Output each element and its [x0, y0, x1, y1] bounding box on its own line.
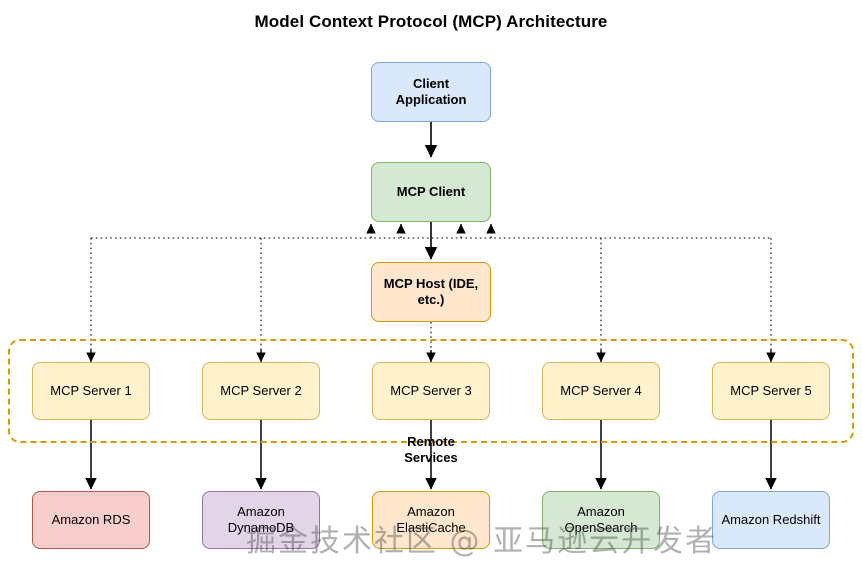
remote-services-label: Remote Services — [404, 434, 458, 465]
node-mcp-server-5[interactable]: MCP Server 5 — [712, 362, 830, 420]
node-amazon-opensearch[interactable]: Amazon OpenSearch — [542, 491, 660, 549]
node-mcp-client[interactable]: MCP Client — [371, 162, 491, 222]
node-mcp-host[interactable]: MCP Host (IDE, etc.) — [371, 262, 491, 322]
node-mcp-server-2-label: MCP Server 2 — [220, 382, 302, 398]
node-amazon-redshift[interactable]: Amazon Redshift — [712, 491, 830, 549]
node-mcp-server-4-label: MCP Server 4 — [560, 382, 642, 398]
node-mcp-server-1[interactable]: MCP Server 1 — [32, 362, 150, 420]
node-mcp-server-3-label: MCP Server 3 — [390, 382, 472, 398]
node-mcp-client-label: MCP Client — [396, 183, 466, 199]
node-amazon-rds-label: Amazon RDS — [51, 511, 131, 527]
node-client-application[interactable]: Client Application — [371, 62, 491, 122]
node-amazon-dynamodb[interactable]: Amazon DynamoDB — [202, 491, 320, 549]
node-amazon-opensearch-label: Amazon OpenSearch — [564, 503, 638, 535]
node-mcp-host-label: MCP Host (IDE, etc.) — [383, 275, 479, 307]
node-mcp-server-2[interactable]: MCP Server 2 — [202, 362, 320, 420]
node-amazon-rds[interactable]: Amazon RDS — [32, 491, 150, 549]
node-amazon-redshift-label: Amazon Redshift — [721, 511, 821, 527]
node-mcp-server-3[interactable]: MCP Server 3 — [372, 362, 490, 420]
node-mcp-server-4[interactable]: MCP Server 4 — [542, 362, 660, 420]
node-mcp-server-5-label: MCP Server 5 — [730, 382, 812, 398]
page-title: Model Context Protocol (MCP) Architectur… — [254, 12, 608, 31]
node-amazon-dynamodb-label: Amazon DynamoDB — [227, 503, 295, 535]
node-amazon-elasticache-label: Amazon ElastiCache — [396, 503, 466, 535]
node-client-application-label: Client Application — [395, 75, 467, 107]
node-mcp-server-1-label: MCP Server 1 — [50, 382, 132, 398]
node-amazon-elasticache[interactable]: Amazon ElastiCache — [372, 491, 490, 549]
